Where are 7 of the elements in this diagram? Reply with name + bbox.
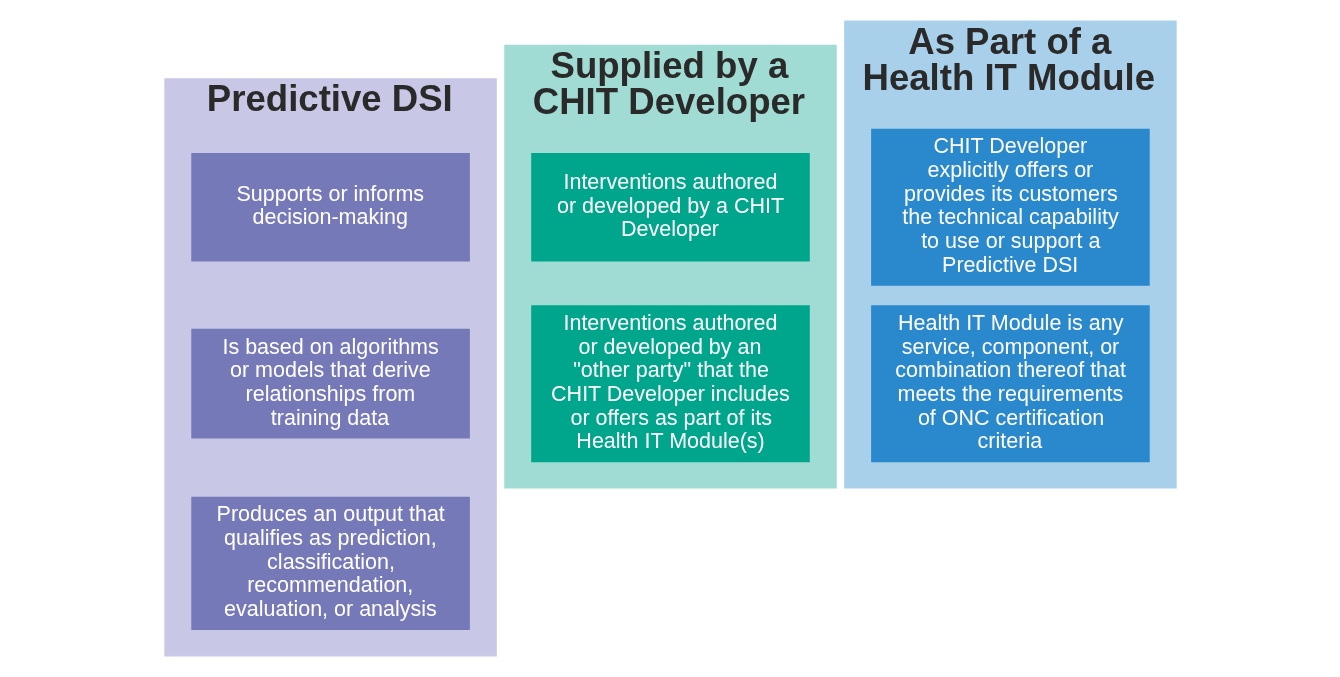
node-box: CHIT Developer explicitly offers or provides its customers the technical capability to use or support a Predictive DSI bbox=[870, 128, 1150, 286]
node-box: Interventions authored or developed by an "other party" that the CHIT Developer includes or offers as part of its Health IT Module(s) bbox=[530, 305, 810, 463]
node-box: Supports or informs decision-making bbox=[190, 152, 470, 262]
node-box: Health IT Module is any service, component, or combination thereof that meets the requirements of ONC certification criteria bbox=[870, 305, 1150, 463]
node-box: Is based on algorithms or models that derive relationships from training data bbox=[190, 328, 470, 439]
node-box: Interventions authored or developed by a CHIT Developer bbox=[530, 152, 810, 262]
node-box: Produces an output that qualifies as prediction, classification, recommendation, evaluation, or analysis bbox=[190, 496, 470, 630]
